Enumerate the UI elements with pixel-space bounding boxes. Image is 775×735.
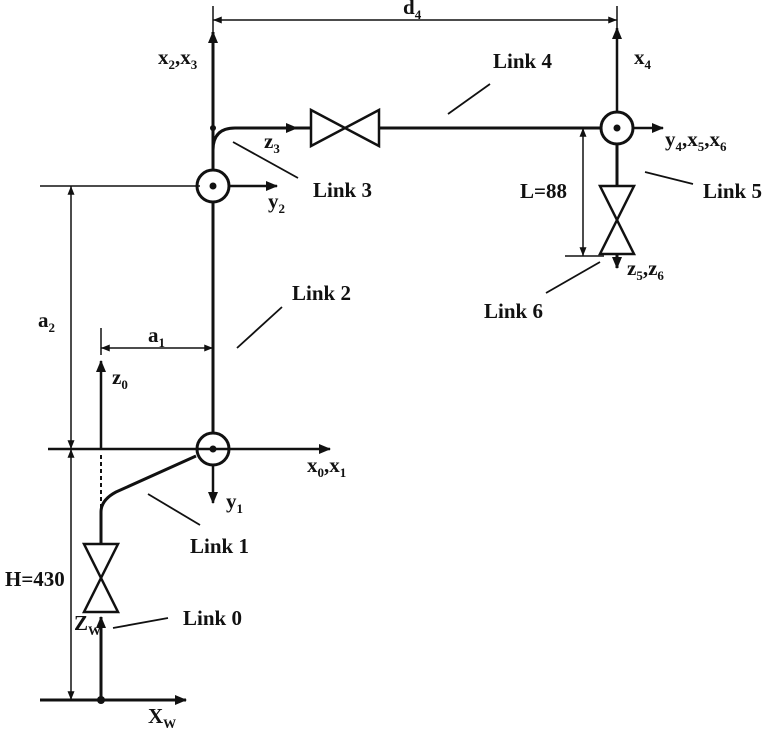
link-2-label: Link 2 [292, 281, 351, 305]
link-4-label: Link 4 [493, 49, 552, 73]
axis-label-base: x [687, 127, 698, 151]
y1-label: y1 [226, 489, 243, 516]
axis-label-subscript: 0 [121, 377, 128, 392]
link-2-leader [237, 307, 282, 348]
z3-axis [213, 128, 297, 150]
link-5-label: Link 5 [703, 179, 762, 203]
z3-label: z3 [264, 129, 280, 156]
axis-label-subscript: W [163, 716, 176, 731]
dimension-lines [71, 6, 617, 700]
link-5-leader [645, 172, 693, 184]
prismatic-joint-3 [311, 110, 379, 146]
axis-label-base: z [112, 365, 121, 389]
axis-label-base: x [158, 45, 169, 69]
axis-label-base: x [329, 453, 340, 477]
link-3-body [210, 32, 297, 170]
link-0-label: Link 0 [183, 606, 242, 630]
axis-label-subscript: 4 [645, 57, 652, 72]
axis-label-base: x [307, 453, 318, 477]
d4-sub: 4 [415, 7, 422, 22]
axis-label-base: x [710, 127, 721, 151]
z5-z6-label: z5,z6 [627, 256, 664, 283]
link-1-leader [148, 494, 200, 525]
axis-label-base: z [627, 256, 636, 280]
axis-label-base: y [665, 127, 676, 151]
zw-label: ZW [74, 611, 101, 638]
axis-label-subscript: 1 [237, 501, 244, 516]
prismatic-joint-1 [84, 544, 118, 612]
axis-label-base: Z [74, 611, 88, 635]
d4-base: d [403, 0, 415, 19]
link-6-leader [546, 262, 600, 293]
base-frame [40, 617, 186, 704]
a1-sub: 1 [159, 335, 166, 350]
link-4-body [297, 110, 600, 146]
axis-label-subscript: 3 [273, 141, 280, 156]
axis-label-base: z [264, 129, 273, 153]
link-4-leader [448, 84, 490, 114]
link-1-label: Link 1 [190, 534, 249, 558]
axis-label-base: y [268, 189, 279, 213]
axis-label-base: x [634, 45, 645, 69]
d4-label: d4 [403, 0, 422, 22]
axis-label-subscript: 6 [720, 139, 727, 154]
a2-base: a [38, 308, 49, 332]
axis-label-subscript: 3 [191, 57, 198, 72]
x4-label: x4 [634, 45, 652, 72]
y4-x5-x6-label: y4,x5,x6 [665, 127, 727, 154]
x2-x3-label: x2,x3 [158, 45, 198, 72]
a1-label: a1 [148, 323, 165, 350]
x0-x1-label: x0,x1 [307, 453, 346, 480]
link-6-label: Link 6 [484, 299, 543, 323]
axis-label-base: x [180, 45, 191, 69]
y2-label: y2 [268, 189, 285, 216]
frame-2 [40, 170, 277, 202]
axis-label-subscript: W [88, 623, 101, 638]
link-3-label: Link 3 [313, 178, 372, 202]
a1-base: a [148, 323, 159, 347]
link-1-body [101, 455, 196, 544]
l-label: L=88 [520, 179, 567, 203]
z0-label: z0 [112, 365, 128, 392]
frame-0-1 [48, 361, 330, 503]
axis-label-base: z [648, 256, 657, 280]
axis-label-subscript: 2 [279, 201, 286, 216]
a2-sub: 2 [49, 320, 56, 335]
axis-label-base: y [226, 489, 237, 513]
axis-label-subscript: 6 [657, 268, 664, 283]
axis-label-subscript: 1 [340, 465, 347, 480]
wrist-joint-5-6 [600, 186, 634, 254]
h-label: H=430 [5, 567, 65, 591]
a2-label: a2 [38, 308, 55, 335]
link-0-leader [113, 618, 168, 628]
xw-label: XW [148, 704, 176, 731]
axis-label-base: X [148, 704, 163, 728]
